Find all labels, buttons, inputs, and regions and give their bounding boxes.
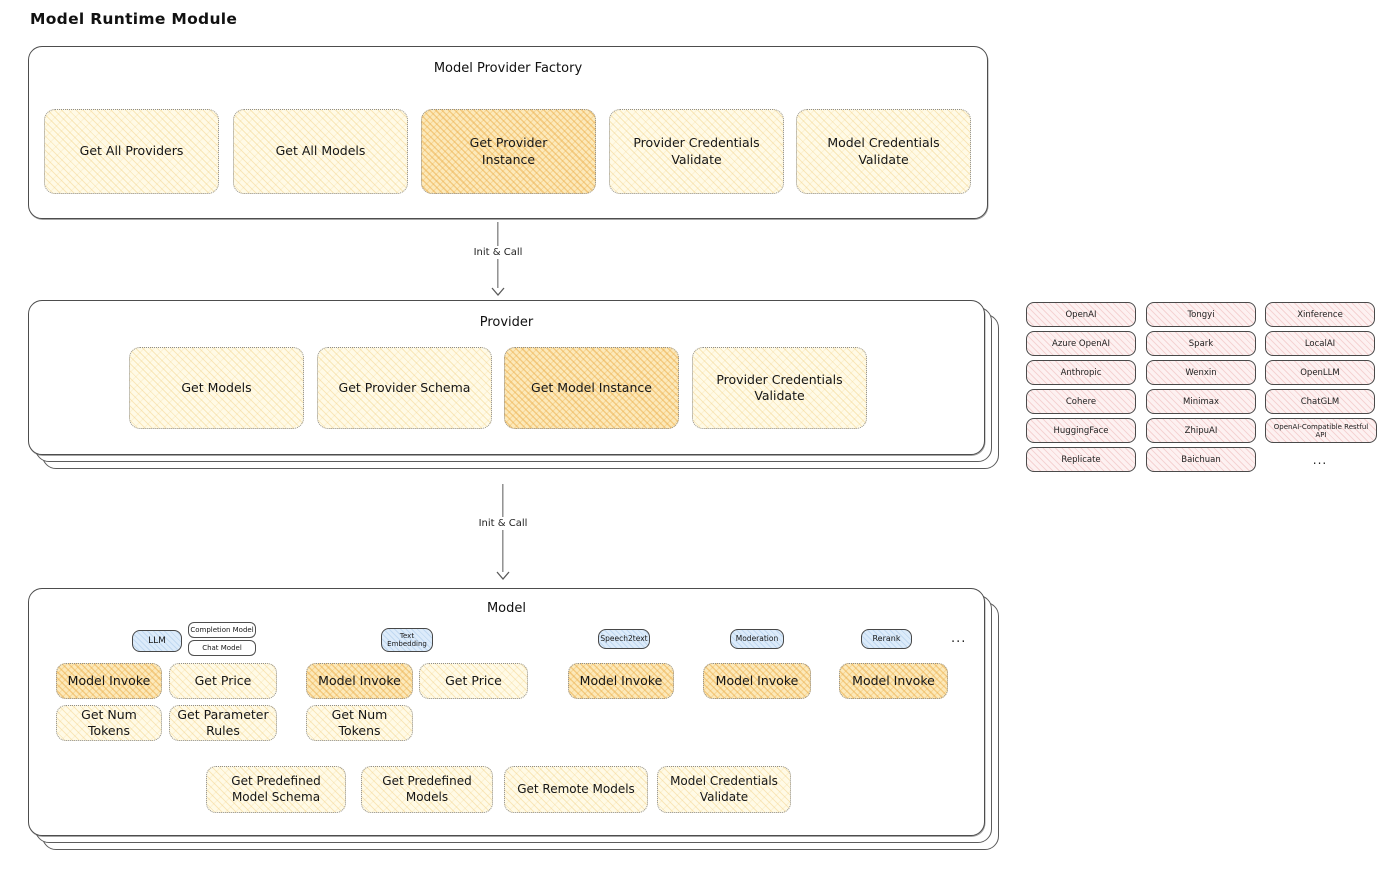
tag-chat-model: Chat Model bbox=[188, 640, 256, 656]
node-llm-get-parameter-rules: Get Parameter Rules bbox=[169, 705, 277, 741]
provider-grid-ellipsis: ... bbox=[1312, 452, 1328, 467]
tag-rerank: Rerank bbox=[861, 629, 912, 649]
page-title: Model Runtime Module bbox=[30, 10, 238, 28]
arrow-init-call-2: Init & Call bbox=[473, 484, 533, 580]
provider-pill-xinference: Xinference bbox=[1265, 302, 1375, 327]
node-provider-credentials-validate-2: Provider Credentials Validate bbox=[692, 347, 867, 429]
node-rerank-model-invoke: Model Invoke bbox=[839, 663, 948, 699]
provider-pill-openai-compatible: OpenAI-Compatible Restful API bbox=[1265, 418, 1377, 443]
node-llm-model-invoke: Model Invoke bbox=[56, 663, 162, 699]
node-model-credentials-validate-2: Model Credentials Validate bbox=[657, 766, 791, 813]
factory-box: Model Provider Factory Get All Providers… bbox=[28, 46, 988, 219]
node-embedding-get-num-tokens: Get Num Tokens bbox=[306, 705, 413, 741]
node-get-provider-schema: Get Provider Schema bbox=[317, 347, 492, 429]
node-get-predefined-model-schema: Get Predefined Model Schema bbox=[206, 766, 346, 813]
node-get-all-providers: Get All Providers bbox=[44, 109, 219, 194]
tag-text-embedding: Text Embedding bbox=[381, 628, 433, 652]
provider-title: Provider bbox=[479, 315, 534, 330]
node-llm-get-price: Get Price bbox=[169, 663, 277, 699]
node-get-remote-models: Get Remote Models bbox=[504, 766, 648, 813]
provider-pill-replicate: Replicate bbox=[1026, 447, 1136, 472]
node-speech2text-model-invoke: Model Invoke bbox=[568, 663, 674, 699]
node-model-credentials-validate: Model Credentials Validate bbox=[796, 109, 971, 194]
model-tags-ellipsis: ... bbox=[951, 631, 967, 646]
model-box: Model LLM Completion Model Chat Model Te… bbox=[28, 588, 985, 836]
model-title: Model bbox=[486, 601, 527, 616]
node-llm-get-num-tokens: Get Num Tokens bbox=[56, 705, 162, 741]
provider-pill-minimax: Minimax bbox=[1146, 389, 1256, 414]
provider-pill-cohere: Cohere bbox=[1026, 389, 1136, 414]
provider-pill-wenxin: Wenxin bbox=[1146, 360, 1256, 385]
arrow-label: Init & Call bbox=[473, 517, 533, 530]
provider-pill-zhipuai: ZhipuAI bbox=[1146, 418, 1256, 443]
provider-pill-anthropic: Anthropic bbox=[1026, 360, 1136, 385]
node-provider-credentials-validate: Provider Credentials Validate bbox=[609, 109, 784, 194]
tag-moderation: Moderation bbox=[730, 629, 784, 649]
node-embedding-model-invoke: Model Invoke bbox=[306, 663, 413, 699]
provider-pill-baichuan: Baichuan bbox=[1146, 447, 1256, 472]
arrow-label: Init & Call bbox=[468, 246, 528, 259]
provider-pill-azure-openai: Azure OpenAI bbox=[1026, 331, 1136, 356]
provider-box: Provider Get Models Get Provider Schema … bbox=[28, 300, 985, 455]
tag-speech2text: Speech2text bbox=[598, 629, 650, 649]
node-embedding-get-price: Get Price bbox=[419, 663, 528, 699]
node-get-all-models: Get All Models bbox=[233, 109, 408, 194]
provider-pill-huggingface: HuggingFace bbox=[1026, 418, 1136, 443]
provider-pill-chatglm: ChatGLM bbox=[1265, 389, 1375, 414]
provider-pill-spark: Spark bbox=[1146, 331, 1256, 356]
tag-completion-model: Completion Model bbox=[188, 622, 256, 638]
arrow-init-call-1: Init & Call bbox=[468, 222, 528, 296]
provider-pill-openai: OpenAI bbox=[1026, 302, 1136, 327]
node-get-provider-instance: Get Provider Instance bbox=[421, 109, 596, 194]
provider-pill-tongyi: Tongyi bbox=[1146, 302, 1256, 327]
arrow-head-icon bbox=[496, 571, 510, 580]
node-get-predefined-models: Get Predefined Models bbox=[361, 766, 493, 813]
factory-title: Model Provider Factory bbox=[433, 61, 583, 76]
arrow-head-icon bbox=[491, 287, 505, 296]
node-get-models: Get Models bbox=[129, 347, 304, 429]
provider-pill-openllm: OpenLLM bbox=[1265, 360, 1375, 385]
tag-llm: LLM bbox=[132, 630, 182, 652]
provider-pill-localai: LocalAI bbox=[1265, 331, 1375, 356]
node-get-model-instance: Get Model Instance bbox=[504, 347, 679, 429]
node-moderation-model-invoke: Model Invoke bbox=[703, 663, 811, 699]
